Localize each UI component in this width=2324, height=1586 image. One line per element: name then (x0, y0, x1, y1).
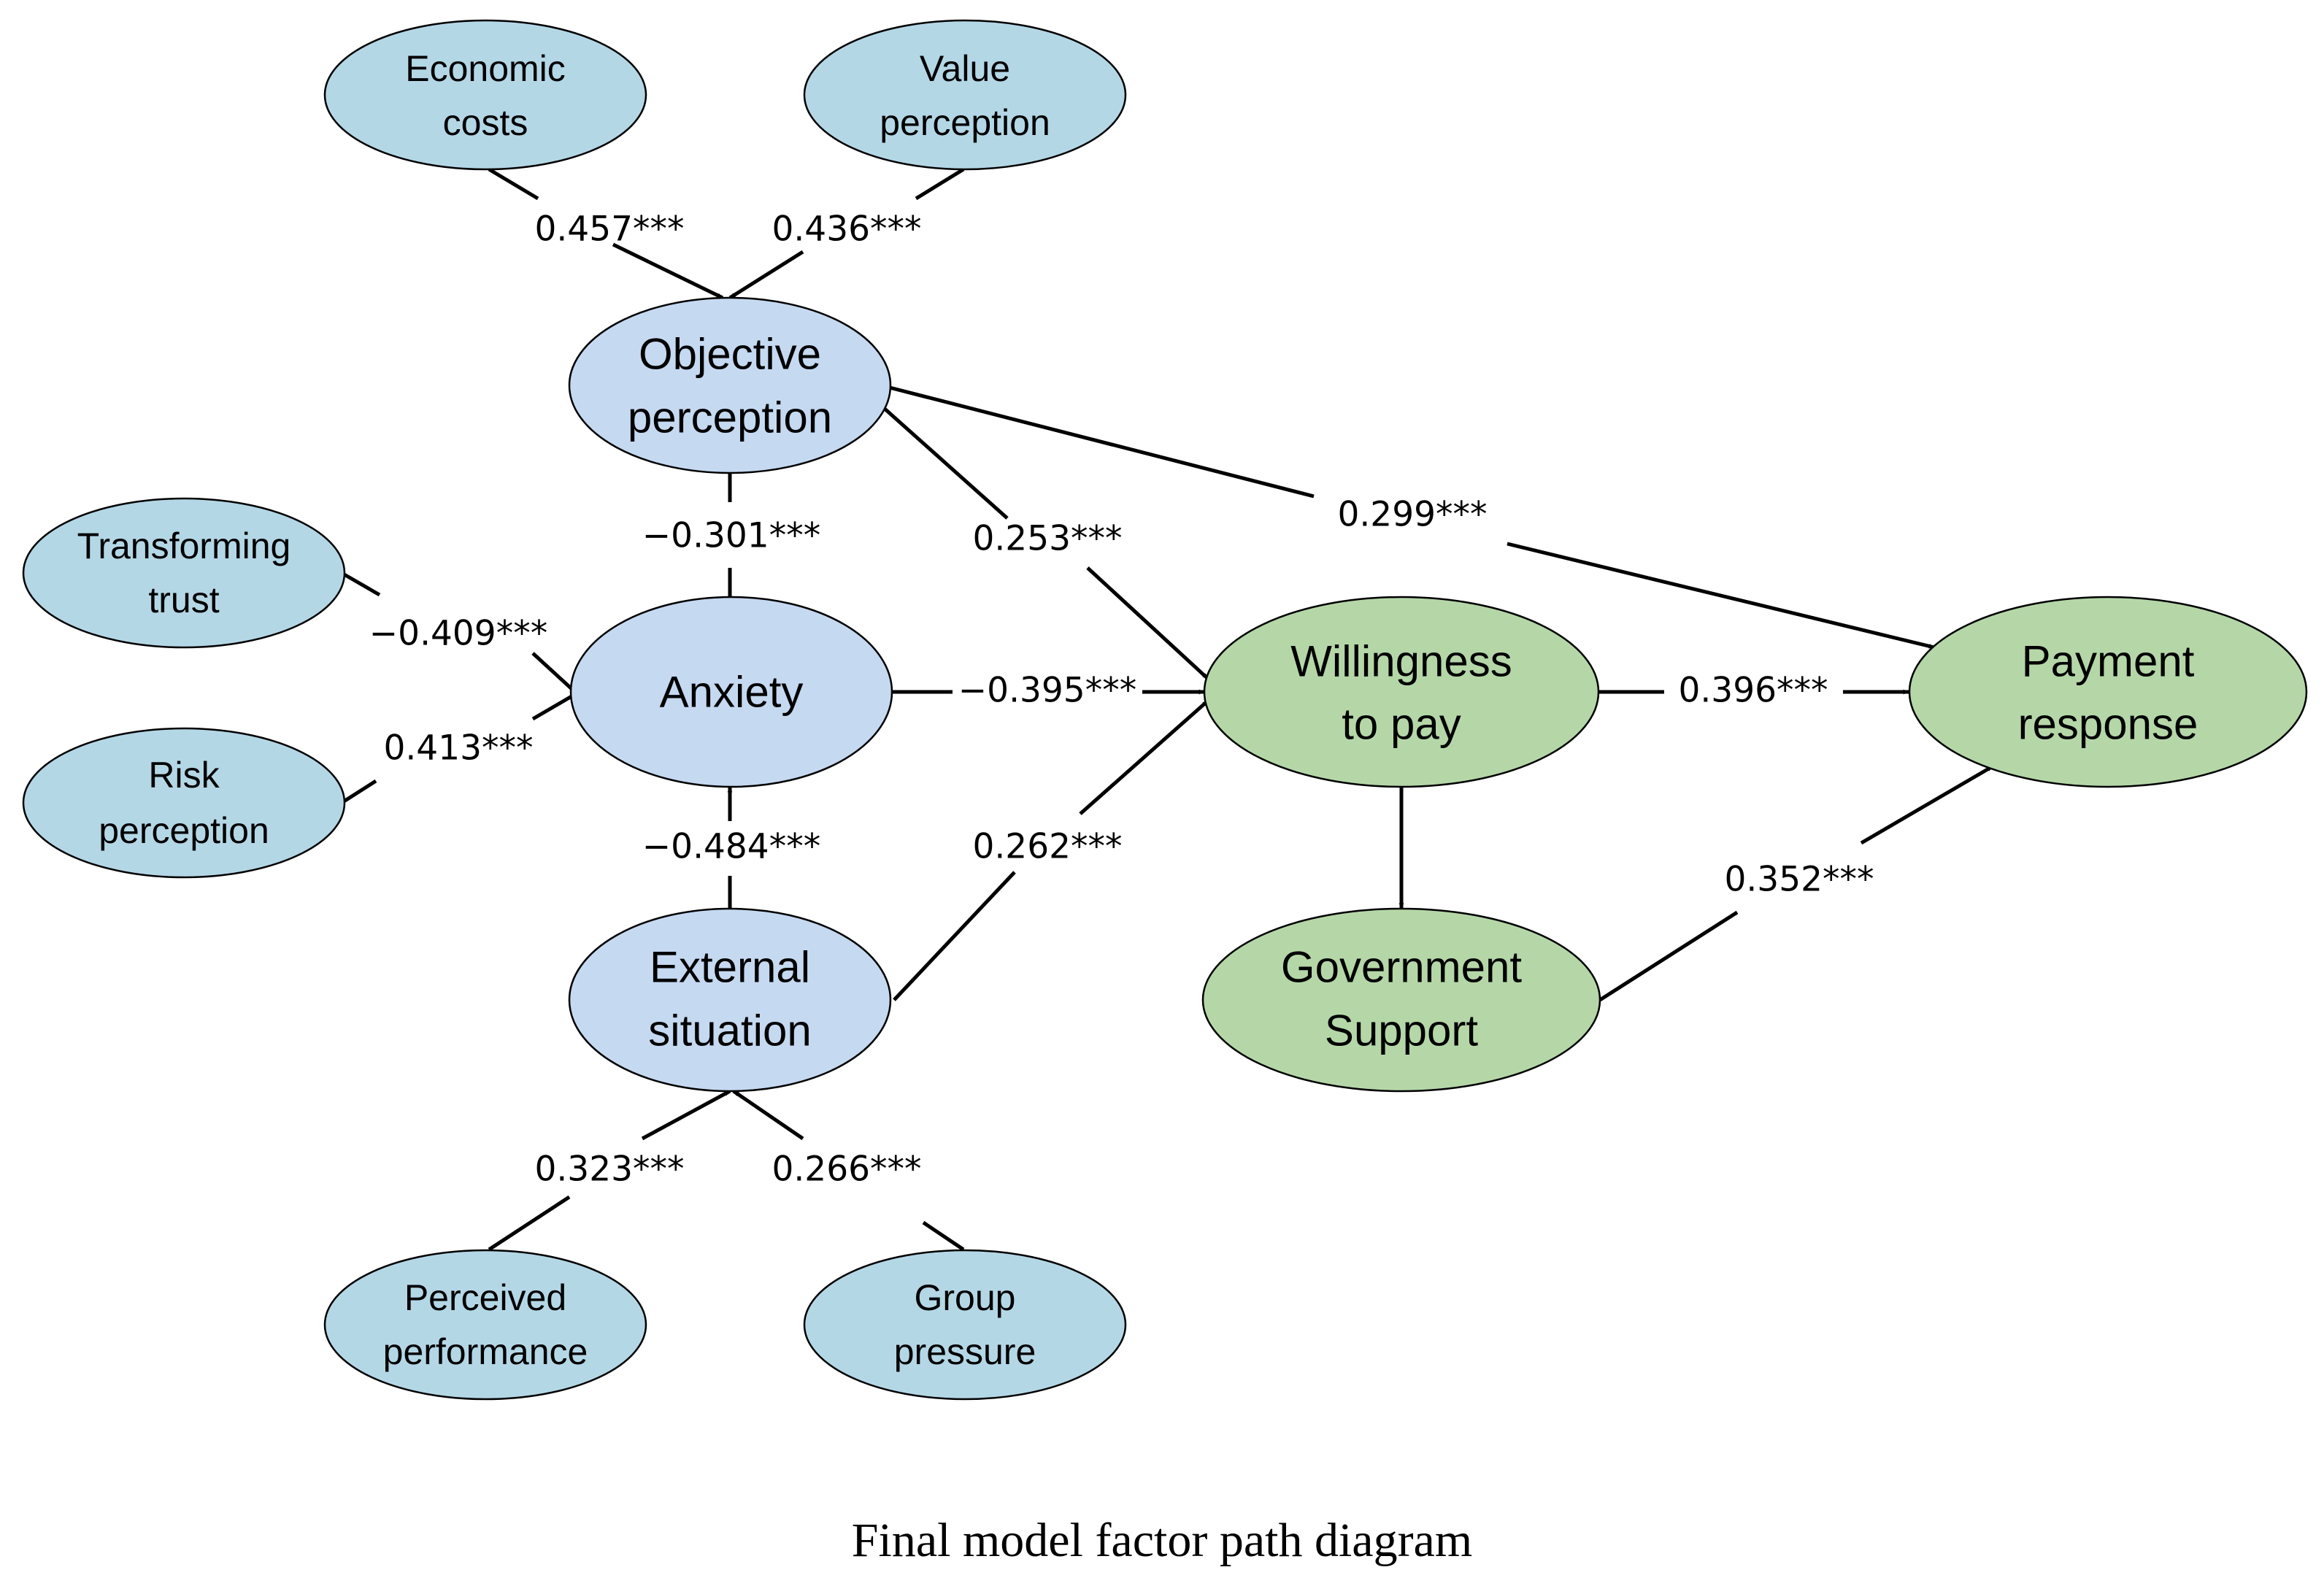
node-group-pressure: Group pressure (803, 1249, 1127, 1401)
node-government-support-label-line2: Support (1325, 1006, 1478, 1055)
node-transforming-trust-label-line2: trust (148, 580, 219, 620)
node-group-pressure-label-line2: pressure (894, 1331, 1036, 1372)
coef-external-anxiety: −0.484*** (642, 827, 820, 867)
node-value-perception-label-line2: perception (880, 102, 1050, 143)
node-transforming-trust: Transforming trust (22, 497, 346, 649)
node-risk-perception-label-line2: perception (99, 810, 269, 851)
coef-objective-willingness: 0.253*** (972, 519, 1122, 559)
node-risk-perception-label-line1: Risk (148, 755, 220, 796)
coef-anxiety-willingness: −0.395*** (958, 671, 1136, 711)
node-external-situation-label-line2: situation (648, 1006, 811, 1055)
edge-value-perception-to-objective-perception (730, 167, 965, 298)
edge-risk-perception-to-anxiety (340, 693, 577, 805)
node-objective-perception-label-line2: perception (628, 393, 832, 442)
node-government-support: Government Support (1201, 907, 1601, 1093)
node-objective-perception: Objective perception (568, 296, 892, 474)
node-risk-perception: Risk perception (22, 727, 346, 879)
node-perceived-performance: Perceived performance (323, 1249, 647, 1401)
coef-transforming-trust-anxiety: −0.409*** (369, 614, 547, 654)
coef-value-perception-objective: 0.436*** (772, 209, 921, 250)
node-economic-costs-label-line1: Economic (405, 48, 566, 89)
node-external-situation-label-line1: External (650, 943, 810, 992)
coef-group-pressure-external: 0.266*** (772, 1150, 921, 1190)
node-anxiety: Anxiety (569, 596, 893, 788)
coef-objective-anxiety: −0.301*** (642, 516, 820, 556)
node-government-support-label-line1: Government (1281, 943, 1522, 992)
node-external-situation: External situation (568, 907, 892, 1093)
edge-government-support-to-payment-response (1598, 766, 1993, 1002)
coef-external-willingness: 0.262*** (972, 827, 1122, 867)
coef-objective-payment-response: 0.299*** (1337, 495, 1487, 535)
edge-economic-costs-to-objective-perception (488, 167, 723, 298)
node-objective-perception-label-line1: Objective (639, 330, 821, 379)
edge-objective-perception-to-willingness (883, 407, 1208, 679)
node-value-perception: Value perception (803, 19, 1127, 171)
node-anxiety-label: Anxiety (660, 668, 804, 717)
figure-caption: Final model factor path diagram (851, 1514, 1473, 1567)
edge-perceived-performance-to-external-situation (488, 1091, 730, 1252)
edge-external-situation-to-willingness (893, 701, 1208, 1001)
coef-government-support-payment-response: 0.352*** (1724, 860, 1874, 900)
node-payment-response-label-line2: response (2018, 700, 2198, 749)
edge-group-pressure-to-external-situation (734, 1091, 965, 1252)
node-perceived-performance-label-line2: performance (383, 1331, 588, 1372)
node-willingness-to-pay-label-line2: to pay (1342, 700, 1461, 749)
node-economic-costs-label-line2: costs (443, 102, 528, 143)
coef-willingness-payment-response: 0.396*** (1678, 671, 1828, 711)
node-willingness-to-pay: Willingness to pay (1203, 596, 1600, 788)
edge-objective-perception-to-payment-response (886, 385, 1934, 647)
coef-economic-costs-objective: 0.457*** (534, 209, 684, 250)
coef-risk-perception-anxiety: 0.413*** (383, 728, 533, 769)
node-payment-response: Payment response (1908, 596, 2308, 788)
coef-perceived-performance-external: 0.323*** (534, 1150, 684, 1190)
node-willingness-to-pay-label-line1: Willingness (1290, 637, 1512, 686)
node-perceived-performance-label-line1: Perceived (404, 1277, 566, 1318)
node-group-pressure-label-line1: Group (915, 1277, 1016, 1318)
node-payment-response-label-line1: Payment (2022, 637, 2195, 686)
node-transforming-trust-label-line1: Transforming (77, 526, 291, 566)
edge-transforming-trust-to-anxiety (340, 571, 577, 693)
node-economic-costs: Economic costs (323, 19, 647, 171)
nodes: Economic costs Value perception Objectiv… (22, 19, 2308, 1401)
edges (340, 167, 1993, 1252)
coefficients: 0.457*** 0.436*** −0.301*** 0.253*** 0.2… (369, 209, 1874, 1190)
node-value-perception-label-line1: Value (920, 48, 1010, 89)
